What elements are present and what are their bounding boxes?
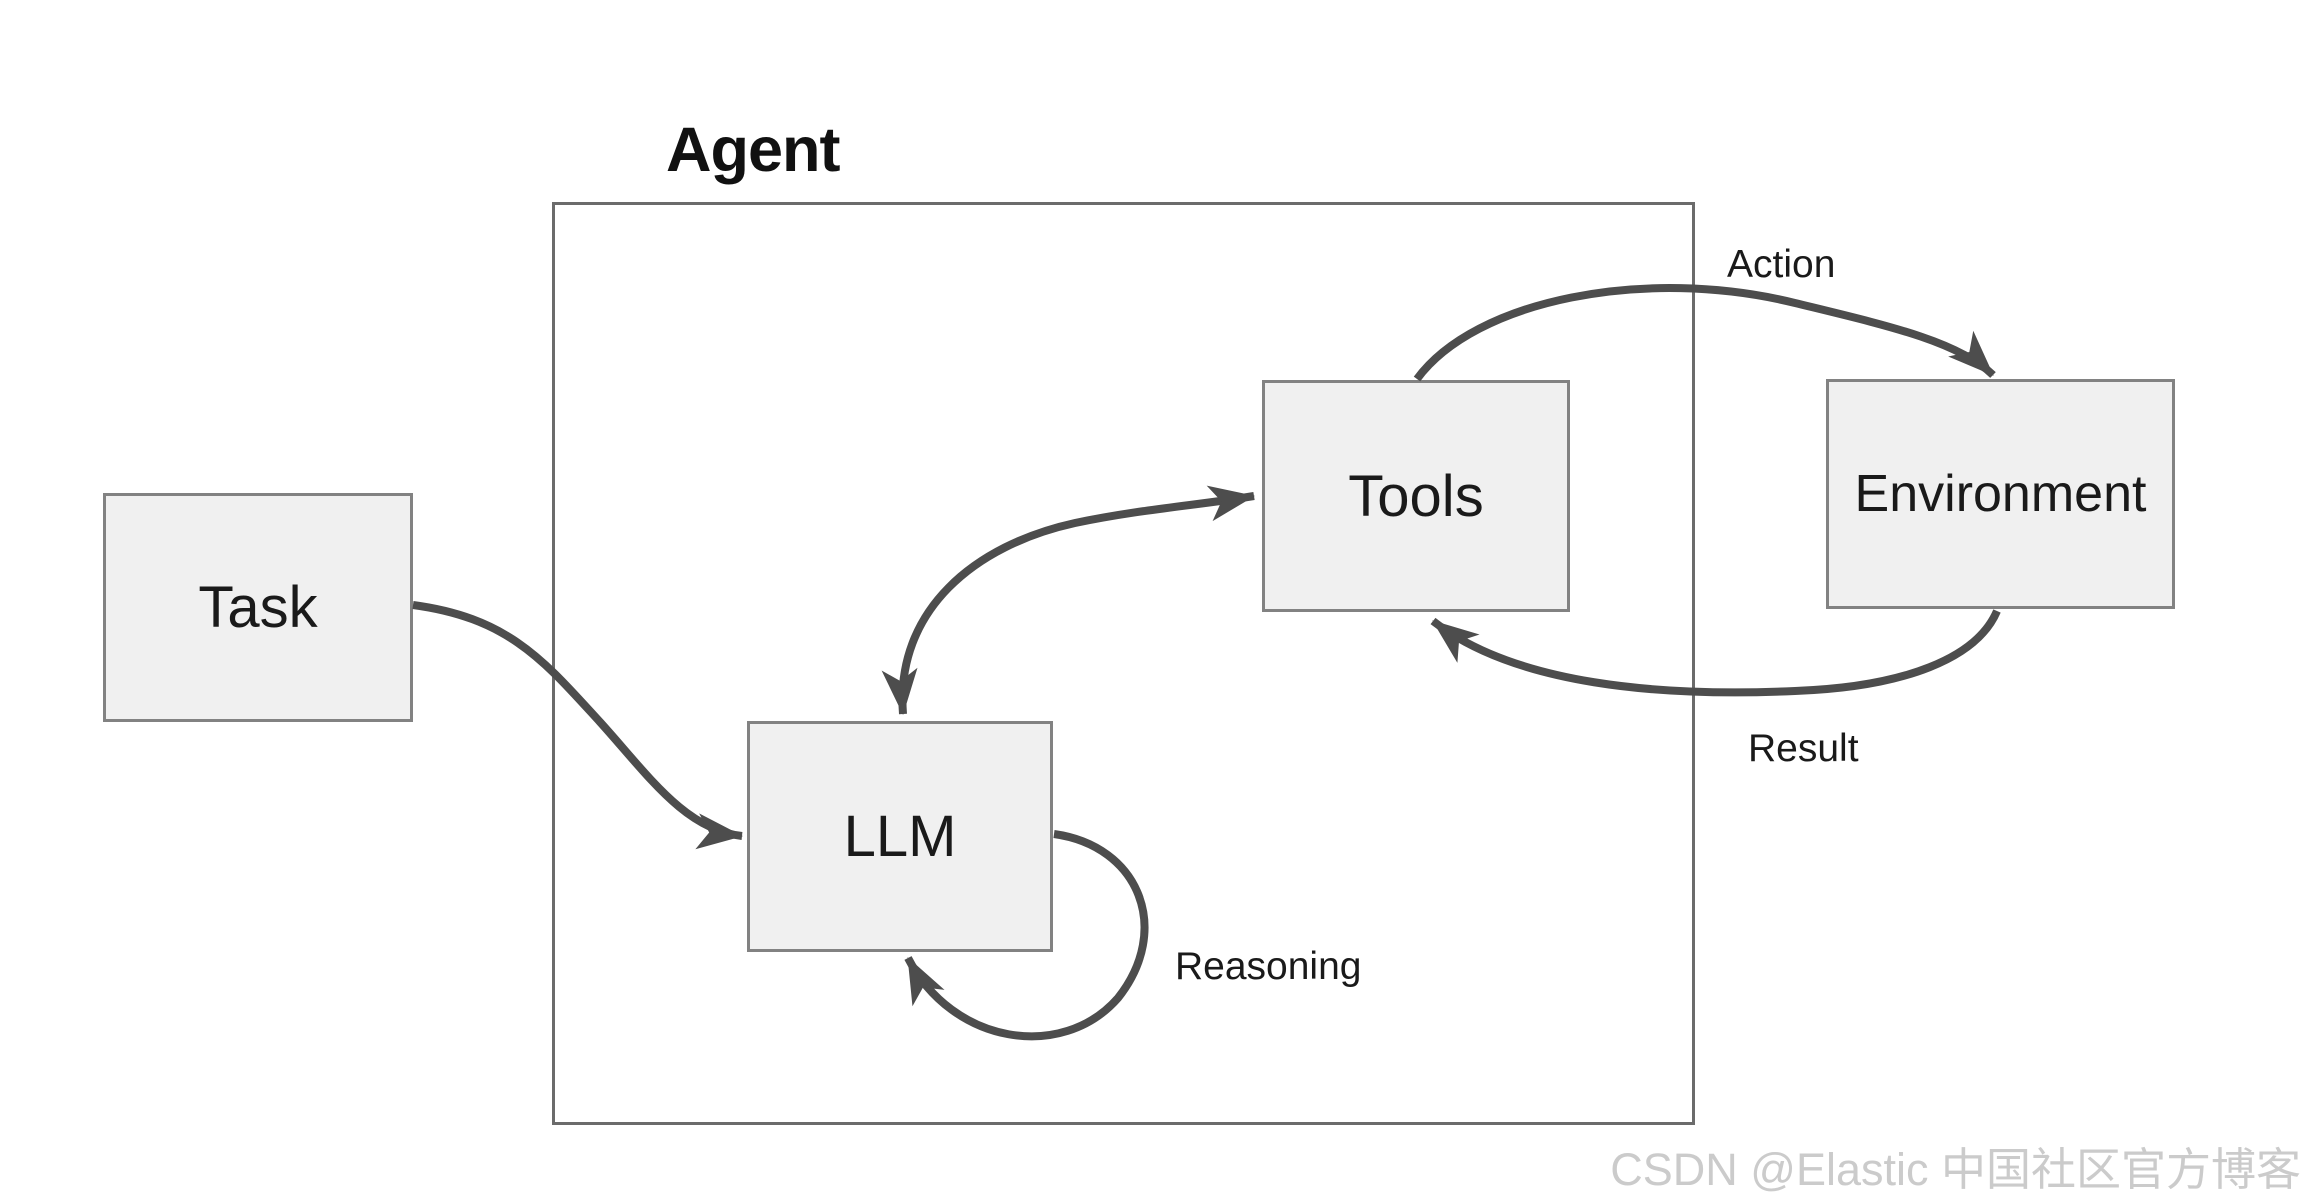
- node-llm-label: LLM: [843, 804, 957, 869]
- node-environment: Environment: [1826, 379, 2175, 609]
- agent-title: Agent: [666, 115, 840, 185]
- node-task-label: Task: [198, 575, 318, 640]
- node-environment-label: Environment: [1854, 465, 2147, 523]
- node-tools-label: Tools: [1348, 463, 1484, 529]
- edge-label-action: Action: [1727, 243, 1836, 286]
- watermark: CSDN @Elastic 中国社区官方博客: [1610, 1144, 2301, 1195]
- edge-label-result: Result: [1748, 727, 1859, 770]
- edge-label-reasoning: Reasoning: [1175, 945, 1362, 988]
- agent-container-frame: [552, 202, 1695, 1125]
- node-llm: LLM: [747, 721, 1053, 952]
- node-tools: Tools: [1262, 380, 1570, 612]
- node-task: Task: [103, 493, 413, 722]
